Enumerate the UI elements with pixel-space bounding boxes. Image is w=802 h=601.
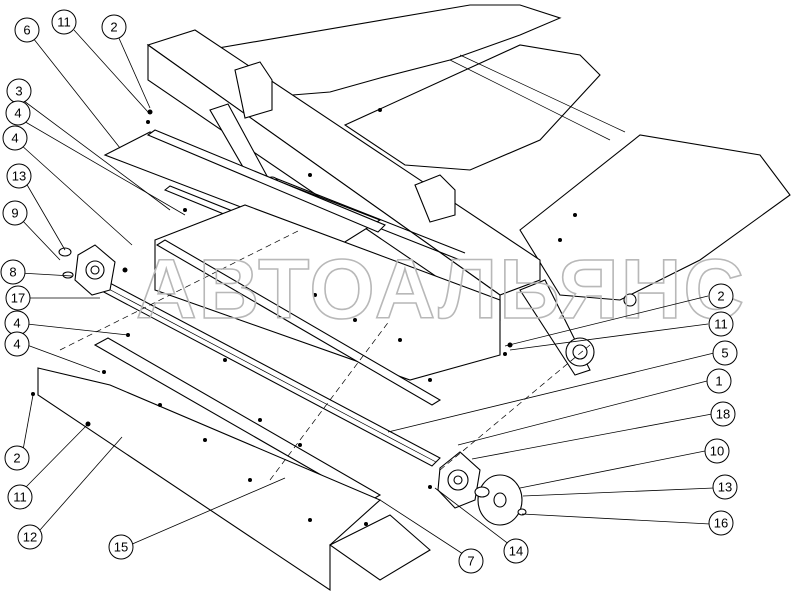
svg-text:2: 2 <box>110 20 117 35</box>
svg-text:10: 10 <box>710 444 724 459</box>
leader-lines <box>19 29 715 555</box>
assembly-lines <box>59 229 591 481</box>
panel-12 <box>37 367 431 592</box>
callout-1: 1 <box>706 368 732 394</box>
watermark: АВТОАЛЬЯНС <box>136 242 746 336</box>
callout-13-right: 13 <box>712 474 738 500</box>
svg-text:9: 9 <box>11 206 18 221</box>
bearing-housing-left <box>58 244 116 296</box>
svg-text:7: 7 <box>467 554 474 569</box>
svg-text:12: 12 <box>23 530 37 545</box>
svg-text:13: 13 <box>12 169 26 184</box>
callout-12: 12 <box>17 524 43 550</box>
callout-3: 3 <box>6 78 32 104</box>
callout-9: 9 <box>2 200 28 226</box>
callout-11-bottom-left: 11 <box>7 484 33 510</box>
callout-6: 6 <box>14 17 40 43</box>
callout-14: 14 <box>503 538 529 564</box>
bolts <box>31 108 577 526</box>
panel-long <box>154 204 501 406</box>
callout-2-bottom-left: 2 <box>4 445 30 471</box>
svg-text:8: 8 <box>9 265 16 280</box>
svg-text:4: 4 <box>14 106 21 121</box>
svg-text:6: 6 <box>23 23 30 38</box>
svg-text:14: 14 <box>509 544 523 559</box>
svg-text:4: 4 <box>13 337 20 352</box>
callout-11-right: 11 <box>708 311 734 337</box>
callout-2-top: 2 <box>101 14 127 40</box>
callout-18: 18 <box>710 401 736 427</box>
svg-text:17: 17 <box>11 291 25 306</box>
bracket-4 <box>93 337 382 503</box>
callout-5: 5 <box>712 340 738 366</box>
callout-11-top: 11 <box>51 9 77 35</box>
callout-4-b: 4 <box>2 125 28 151</box>
callout-4-c: 4 <box>4 310 30 336</box>
svg-text:3: 3 <box>15 84 22 99</box>
svg-text:2: 2 <box>717 289 724 304</box>
callout-17: 17 <box>5 285 31 311</box>
svg-text:11: 11 <box>714 317 728 332</box>
callout-7: 7 <box>458 548 484 574</box>
svg-text:11: 11 <box>57 15 71 30</box>
callouts: 6 11 2 3 4 4 13 9 8 17 4 4 2 11 12 15 7 … <box>0 9 738 574</box>
svg-text:4: 4 <box>11 131 18 146</box>
callout-16: 16 <box>708 510 734 536</box>
svg-text:18: 18 <box>716 407 730 422</box>
svg-text:2: 2 <box>13 451 20 466</box>
svg-text:11: 11 <box>13 490 27 505</box>
svg-text:5: 5 <box>721 346 728 361</box>
callout-10: 10 <box>704 438 730 464</box>
svg-text:15: 15 <box>114 540 128 555</box>
callout-4-a: 4 <box>5 100 31 126</box>
svg-text:1: 1 <box>715 374 722 389</box>
callout-8: 8 <box>0 259 26 285</box>
callout-4-d: 4 <box>4 331 30 357</box>
bearing-housing-right <box>437 451 527 526</box>
svg-text:16: 16 <box>714 516 728 531</box>
svg-text:4: 4 <box>13 316 20 331</box>
callout-15: 15 <box>108 534 134 560</box>
callout-13-left: 13 <box>6 163 32 189</box>
svg-text:13: 13 <box>718 480 732 495</box>
callout-2-right: 2 <box>708 283 734 309</box>
